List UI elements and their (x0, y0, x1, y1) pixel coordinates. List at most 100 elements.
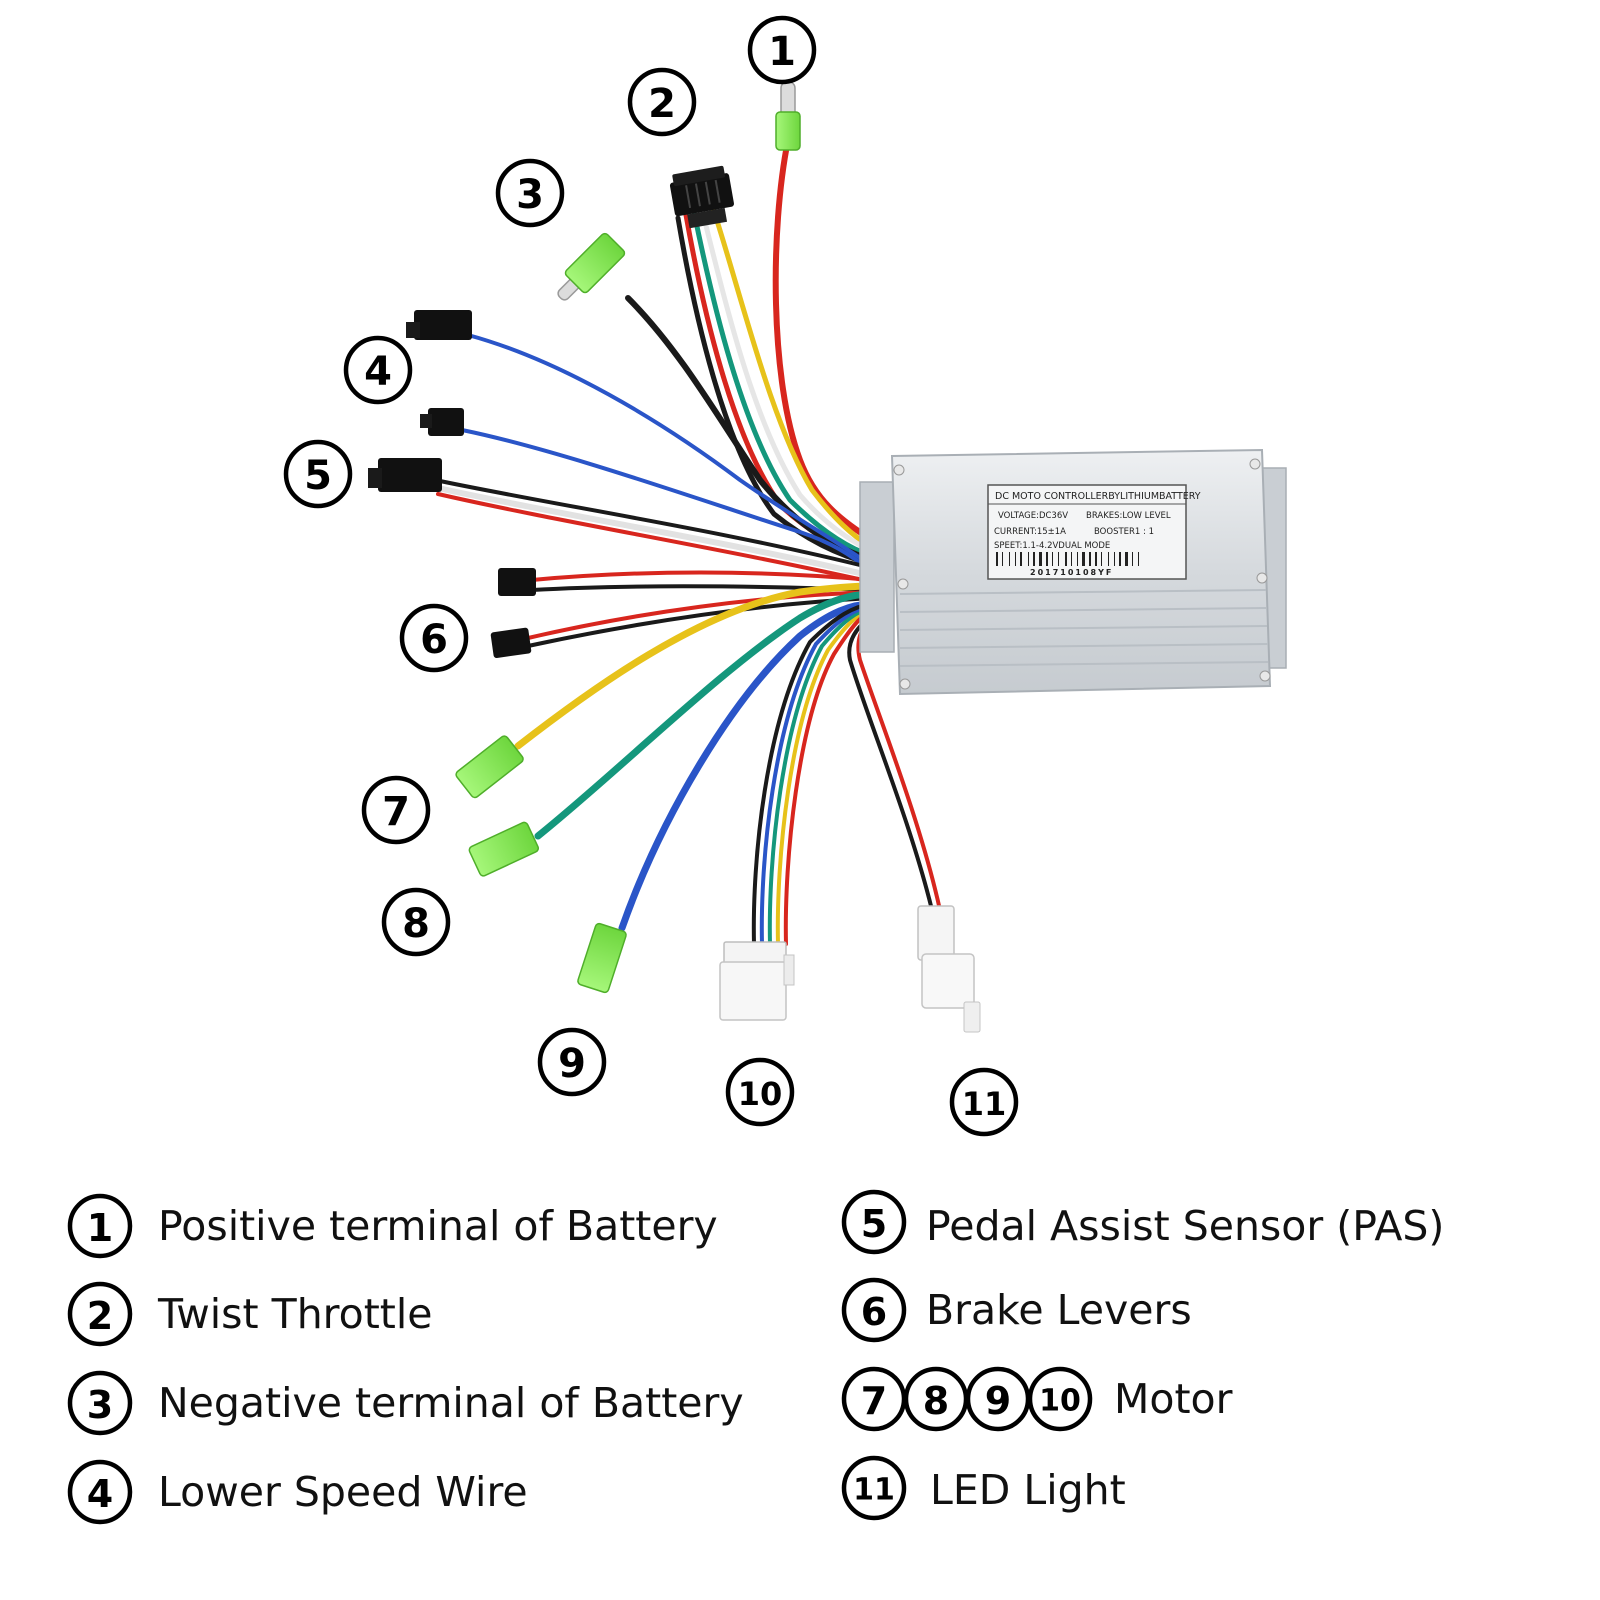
legend-item-11-number: 11 (853, 1473, 895, 1508)
wires (435, 137, 942, 946)
plate-speed: SPEET:1.1-4.2VDUAL MODE (994, 541, 1110, 551)
barcode-bar (1015, 552, 1016, 566)
barcode-bar (1132, 552, 1133, 566)
wire-throttle-white (699, 207, 875, 555)
connector-battery-positive (775, 81, 801, 151)
legend-item-6-label: Brake Levers (926, 1286, 1192, 1334)
callout-1: 1 (747, 15, 817, 85)
plate-voltage: VOLTAGE:DC36V (998, 511, 1068, 521)
barcode-bar (1046, 552, 1048, 566)
callout-11-number: 11 (962, 1085, 1007, 1123)
legend-item-10-number: 10 (1039, 1384, 1081, 1419)
barcode-bar (996, 552, 998, 566)
legend-item-4-label: Lower Speed Wire (158, 1468, 528, 1516)
barcode-bar (1020, 552, 1022, 566)
legend: 1 Positive terminal of Battery 2 Twist T… (67, 1189, 1444, 1525)
connector-pas-small (420, 408, 464, 436)
callout-7-number: 7 (382, 789, 410, 835)
callout-3-number: 3 (516, 172, 544, 218)
callout-8-number: 8 (402, 901, 430, 947)
wire-pas-black (438, 479, 874, 570)
callout-6: 6 (399, 603, 469, 673)
legend-item-7-number: 7 (861, 1379, 887, 1423)
callout-9: 9 (537, 1027, 607, 1097)
wire-battery-positive-red (772, 137, 875, 543)
legend-item-5-label: Pedal Assist Sensor (PAS) (926, 1202, 1444, 1250)
wire-hall-red (783, 610, 874, 946)
plate-booster: BOOSTER1 : 1 (1094, 527, 1154, 537)
wire-throttle-black (675, 215, 875, 567)
legend-item-5: 5 Pedal Assist Sensor (PAS) (841, 1189, 1444, 1255)
barcode-bar (1119, 552, 1121, 566)
legend-item-6-number: 6 (861, 1290, 887, 1334)
wire-motor-blue (618, 600, 876, 932)
wire-pas-white (435, 485, 875, 579)
legend-item-6: 6 Brake Levers (841, 1277, 1192, 1343)
wire-led-black (847, 614, 934, 912)
connector-motor-yellow (455, 735, 524, 799)
connector-motor-blue (577, 922, 627, 994)
legend-item-2-number: 2 (87, 1294, 113, 1338)
callout-10: 10 (725, 1057, 795, 1127)
barcode-bar (1089, 552, 1091, 566)
wire-hall-black (751, 602, 874, 946)
barcode-bar (1101, 552, 1102, 566)
wire-hall-green (767, 606, 874, 946)
connector-throttle (669, 165, 734, 229)
callout-10-number: 10 (738, 1075, 783, 1113)
barcode-bar (1033, 552, 1035, 566)
wire-pas-blue (460, 428, 874, 574)
legend-item-1-number: 1 (87, 1206, 113, 1250)
barcode-bar (1077, 552, 1078, 566)
wire-motor-green (534, 590, 876, 840)
barcode-bar (1039, 552, 1042, 566)
plate-title: DC MOTO CONTROLLERBYLITHIUMBATTERY (995, 491, 1201, 502)
controller-label-plate: DC MOTO CONTROLLERBYLITHIUMBATTERY VOLTA… (987, 484, 1201, 580)
barcode-bar (1138, 552, 1139, 566)
barcode-bar (1002, 552, 1003, 566)
callout-5-number: 5 (304, 453, 332, 499)
legend-item-3-number: 3 (87, 1383, 113, 1427)
barcode-bar (1095, 552, 1097, 566)
barcode-bar (1009, 552, 1010, 566)
legend-item-3-label: Negative terminal of Battery (158, 1379, 744, 1427)
connector-brake-2 (490, 627, 532, 658)
connector-battery-negative (557, 232, 626, 301)
wire-brake-2-red (526, 590, 874, 640)
barcode-bar (1108, 552, 1109, 566)
plate-current: CURRENT:15±1A (994, 527, 1066, 537)
legend-item-motor: 7 8 9 10 Motor (841, 1366, 1233, 1432)
callout-numbers: 1 2 3 4 5 6 7 8 (283, 15, 1019, 1137)
plate-serial: 201710108YF (1030, 568, 1113, 577)
legend-item-1-label: Positive terminal of Battery (158, 1202, 718, 1250)
plate-barcode (996, 552, 1139, 566)
callout-7: 7 (361, 775, 431, 845)
connector-led-light (917, 905, 981, 1033)
callout-1-number: 1 (768, 29, 796, 75)
wire-hall-blue (759, 604, 874, 946)
legend-item-11-label: LED Light (930, 1466, 1126, 1514)
barcode-bar (1071, 552, 1072, 566)
barcode-bar (1058, 552, 1059, 566)
callout-4: 4 (343, 335, 413, 405)
connector-low-speed (406, 310, 472, 340)
legend-item-11: 11 LED Light (841, 1455, 1126, 1521)
callout-9-number: 9 (558, 1041, 586, 1087)
legend-item-motor-label: Motor (1114, 1375, 1233, 1423)
connectors (368, 81, 981, 1033)
barcode-bar (1052, 552, 1053, 566)
legend-item-3: 3 Negative terminal of Battery (67, 1370, 744, 1436)
callout-5: 5 (283, 439, 353, 509)
wire-low-speed-blue (466, 333, 874, 568)
legend-item-2-label: Twist Throttle (157, 1290, 433, 1338)
barcode-bar (1065, 552, 1067, 566)
callout-11: 11 (949, 1067, 1019, 1137)
barcode-bar (1028, 552, 1029, 566)
wire-brake-1-red (530, 570, 874, 582)
callout-8: 8 (381, 887, 451, 957)
callout-4-number: 4 (364, 349, 392, 395)
connector-pas-large (368, 458, 442, 492)
barcode-bar (1125, 552, 1128, 566)
connector-brake-1 (498, 568, 536, 596)
barcode-bar (1082, 552, 1085, 566)
